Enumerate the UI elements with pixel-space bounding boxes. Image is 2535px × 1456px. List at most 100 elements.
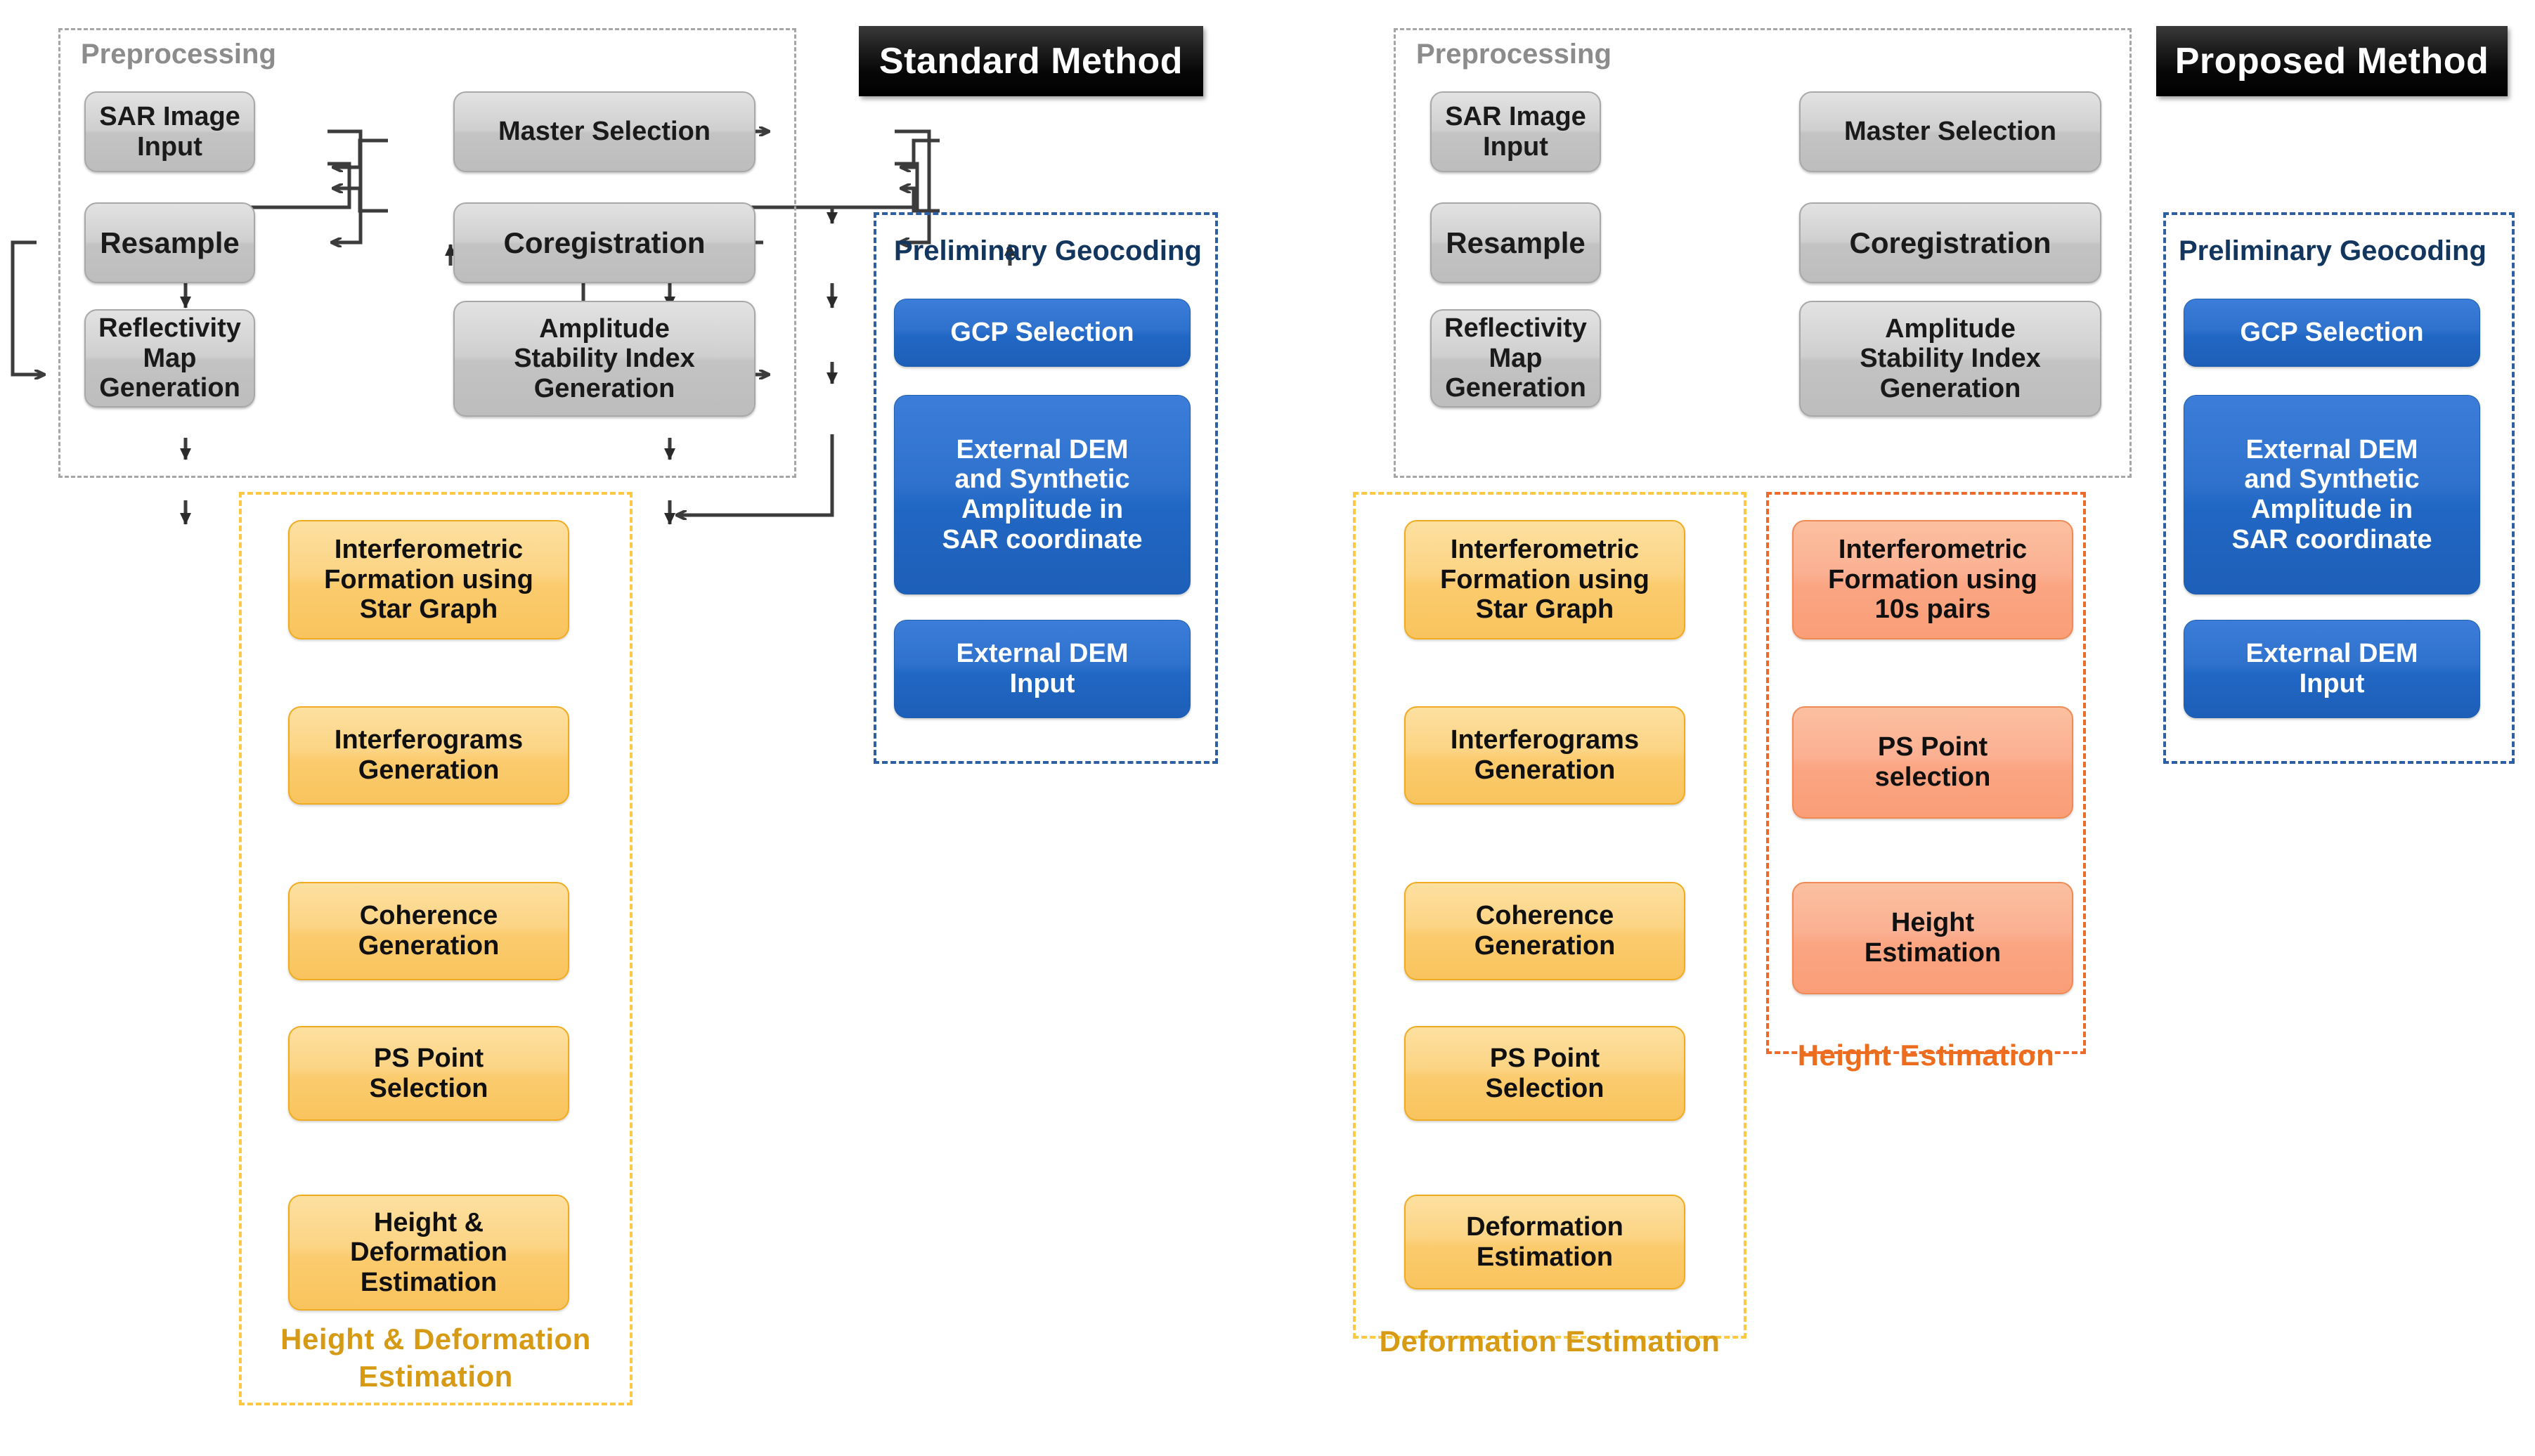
- node-label-line1: Amplitude: [1885, 313, 2016, 344]
- node-reflectivity-map-generation-proposed: Reflectivity Map Generation: [1430, 309, 1601, 408]
- node-label-line2: Deformation: [350, 1237, 507, 1268]
- node-label-line1: Height: [1891, 908, 1975, 938]
- node-coregistration-proposed: Coregistration: [1799, 202, 2101, 283]
- group-label-height-deformation-estimation-standard: Height & Deformation Estimation: [239, 1321, 633, 1395]
- node-label-line2: Estimation: [1864, 938, 2002, 968]
- node-interferometric-formation-10s-pairs-proposed: Interferometric Formation using 10s pair…: [1792, 520, 2073, 639]
- node-label-line4: SAR coordinate: [2231, 524, 2432, 554]
- node-label-line3: Star Graph: [1475, 594, 1614, 625]
- group-deformation-estimation-proposed: [1353, 492, 1746, 1339]
- node-label-line2: Formation using: [1440, 564, 1649, 594]
- node-label-line4: SAR coordinate: [942, 524, 1143, 554]
- group-preliminary-geocoding-standard: [874, 212, 1218, 764]
- node-external-dem-synthetic-amplitude-proposed: External DEM and Synthetic Amplitude in …: [2184, 395, 2480, 594]
- node-label: SAR Image Input: [1445, 101, 1586, 162]
- node-label: GCP Selection: [950, 318, 1134, 348]
- node-label: SAR Image Input: [99, 101, 240, 162]
- group-preliminary-geocoding-proposed: [2163, 212, 2515, 764]
- group-preprocessing-proposed: [1394, 28, 2132, 478]
- node-label-line2: Estimation: [1476, 1242, 1614, 1272]
- node-amplitude-stability-index-generation-standard: Amplitude Stability Index Generation: [453, 301, 756, 417]
- node-ps-point-selection-proposed: PS Point Selection: [1404, 1026, 1685, 1121]
- node-ps-point-selection-standard: PS Point Selection: [288, 1026, 569, 1121]
- node-label-line1: Height &: [373, 1207, 484, 1237]
- node-label-line1: Deformation: [1466, 1211, 1623, 1242]
- node-external-dem-input-proposed: External DEM Input: [2184, 620, 2480, 718]
- node-coherence-generation-standard: Coherence Generation: [288, 882, 569, 980]
- node-gcp-selection-standard: GCP Selection: [894, 299, 1191, 367]
- node-label-line1: External DEM: [2245, 434, 2418, 464]
- node-external-dem-input-standard: External DEM Input: [894, 620, 1191, 718]
- node-height-estimation-proposed: Height Estimation: [1792, 882, 2073, 994]
- node-label-line3: 10s pairs: [1874, 594, 1991, 625]
- node-label-line1: Amplitude: [539, 313, 670, 344]
- node-label-line2: Formation using: [1828, 564, 2037, 594]
- node-label-line2: selection: [1874, 762, 1991, 792]
- node-label-line1: PS Point: [1489, 1043, 1600, 1073]
- node-resample-standard: Resample: [84, 202, 255, 283]
- group-label-preprocessing-standard: Preprocessing: [81, 39, 276, 70]
- node-label-line2: Generation: [358, 755, 500, 785]
- node-gcp-selection-proposed: GCP Selection: [2184, 299, 2480, 367]
- node-label-line2: Generation: [1474, 931, 1616, 961]
- node-label: Master Selection: [1844, 117, 2056, 147]
- node-label-line3: Estimation: [360, 1267, 498, 1297]
- group-height-estimation-proposed: [1766, 492, 2086, 1054]
- plaque-standard-method: Standard Method: [859, 26, 1203, 96]
- node-external-dem-synthetic-amplitude-standard: External DEM and Synthetic Amplitude in …: [894, 395, 1191, 594]
- node-label-line2: Generation: [99, 373, 240, 403]
- node-label-line2: Stability Index: [514, 344, 695, 374]
- node-sar-image-input-standard: SAR Image Input: [84, 91, 255, 172]
- node-label-line3: Generation: [1879, 373, 2021, 403]
- node-label: Coregistration: [1849, 226, 2051, 259]
- node-label-line1: External DEM: [956, 639, 1129, 669]
- group-label-line1: Height & Deformation: [280, 1322, 591, 1356]
- group-label-preprocessing-proposed: Preprocessing: [1416, 39, 1612, 70]
- node-resample-proposed: Resample: [1430, 202, 1601, 283]
- group-height-deformation-estimation-standard: [239, 492, 633, 1405]
- group-label-line2: Estimation: [358, 1359, 513, 1393]
- node-label: Coregistration: [503, 226, 706, 259]
- node-label-line2: Generation: [1445, 373, 1586, 403]
- plaque-proposed-method: Proposed Method: [2156, 26, 2508, 96]
- node-label-line2: Generation: [1474, 755, 1616, 785]
- node-label-line3: Amplitude in: [2250, 495, 2413, 524]
- node-height-deformation-estimation-standard: Height & Deformation Estimation: [288, 1195, 569, 1311]
- node-label-line2: Formation using: [324, 564, 533, 594]
- node-label-line1: External DEM: [956, 434, 1129, 464]
- node-label-line1: Interferograms: [334, 725, 524, 755]
- node-interferograms-generation-standard: Interferograms Generation: [288, 706, 569, 805]
- node-label: Master Selection: [498, 117, 711, 147]
- node-deformation-estimation-proposed: Deformation Estimation: [1404, 1195, 1685, 1289]
- node-label-line1: External DEM: [2245, 639, 2418, 669]
- node-label-line2: Selection: [1485, 1073, 1604, 1103]
- node-label: Resample: [100, 226, 240, 259]
- node-ps-point-selection-height-proposed: PS Point selection: [1792, 706, 2073, 819]
- plaque-label: Standard Method: [879, 41, 1184, 82]
- node-interferometric-formation-star-graph-proposed: Interferometric Formation using Star Gra…: [1404, 520, 1685, 639]
- group-label-preliminary-geocoding-standard: Preliminary Geocoding: [894, 235, 1202, 266]
- node-label-line2: Input: [1009, 669, 1075, 698]
- node-label-line3: Amplitude in: [961, 495, 1124, 524]
- node-label-line1: Interferograms: [1450, 725, 1640, 755]
- node-label-line1: Coherence: [359, 901, 498, 931]
- group-label-height-estimation-proposed: Height Estimation: [1797, 1039, 2055, 1072]
- node-reflectivity-map-generation-standard: Reflectivity Map Generation: [84, 309, 255, 408]
- node-interferograms-generation-proposed: Interferograms Generation: [1404, 706, 1685, 805]
- node-label-line1: Reflectivity Map: [1444, 313, 1587, 373]
- node-label-line2: Generation: [358, 931, 500, 961]
- node-label-line2: Input: [2299, 669, 2365, 698]
- node-label-line2: Selection: [369, 1073, 488, 1103]
- plaque-label: Proposed Method: [2174, 41, 2489, 82]
- node-label-line1: Interferometric: [1838, 535, 2028, 565]
- node-master-selection-proposed: Master Selection: [1799, 91, 2101, 172]
- group-preprocessing-standard: [58, 28, 796, 478]
- node-label-line2: and Synthetic: [954, 464, 1130, 495]
- node-label-line3: Generation: [533, 373, 675, 403]
- node-interferometric-formation-star-graph-standard: Interferometric Formation using Star Gra…: [288, 520, 569, 639]
- node-label-line1: Interferometric: [334, 535, 524, 565]
- node-label-line2: and Synthetic: [2244, 464, 2420, 495]
- node-label: Resample: [1446, 226, 1586, 259]
- node-sar-image-input-proposed: SAR Image Input: [1430, 91, 1601, 172]
